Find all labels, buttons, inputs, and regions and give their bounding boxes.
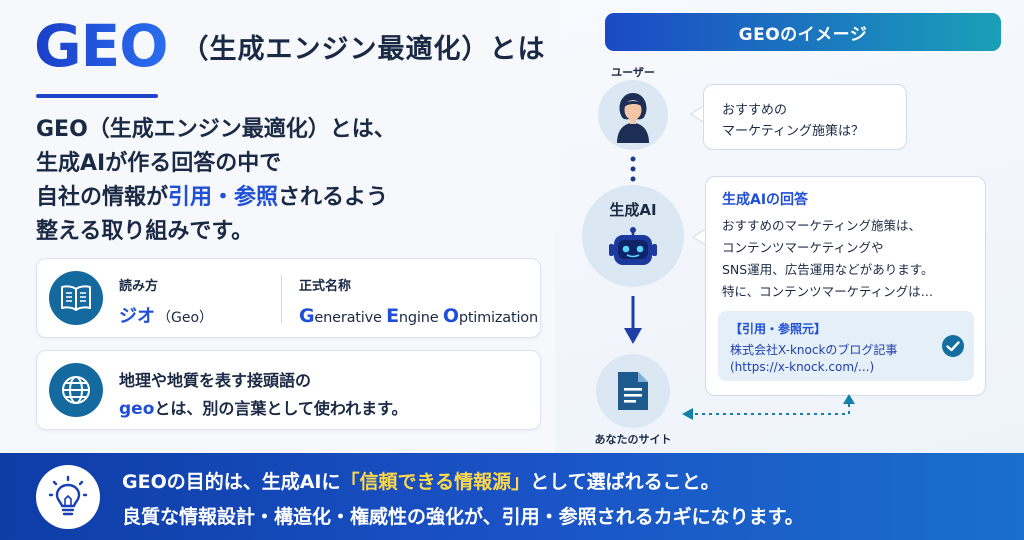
reading-card: 読み方 ジオ（Geo） 正式名称 Generative Engine Optim… [36, 258, 541, 338]
arrow-down-icon [624, 296, 642, 344]
lead-line-3: 自社の情報が引用・参照されるよう [36, 181, 516, 215]
meaning-line-2: geoとは、別の言葉として使われます。 [119, 395, 408, 419]
question-bubble: おすすめの マーケティング施策は？ [703, 84, 907, 150]
ai-robot-node: 生成AI [582, 185, 684, 287]
official-word-generative: enerative [314, 310, 387, 326]
lead-highlight: 引用・参照 [168, 185, 279, 210]
lead-line-3-pre: 自社の情報が [36, 185, 169, 210]
lead-line-1: GEO（生成エンジン最適化）とは、 [36, 117, 396, 142]
official-word-engine: ngine [398, 310, 443, 326]
diagram-header: GEOのイメージ [605, 13, 1001, 51]
card-divider [281, 275, 282, 323]
lightbulb-icon [36, 465, 100, 529]
reading-label: 読み方 [119, 279, 159, 294]
reading-kana: ジオ [119, 306, 155, 327]
answer-line-4: 特に、コンテンツマーケティングは… [722, 284, 934, 299]
page-title: GEO （生成エンジン最適化）とは [34, 14, 546, 78]
meaning-line-1: 地理や地質を表す接頭語の [119, 371, 312, 390]
reading-roman: （Geo） [157, 310, 214, 326]
meaning-geo-word: geo [119, 399, 155, 419]
connector-dots [630, 156, 636, 182]
official-initial-g: G [299, 305, 315, 327]
banner-line-1-post: として選ばれること。 [530, 471, 720, 493]
geo-logo-text: GEO [34, 12, 169, 80]
citation-box: 【引用・参照元】 株式会社X-knockのブログ記事 (https://x-kn… [718, 311, 974, 381]
official-word-optimization: ptimization [458, 310, 538, 326]
official-name-value: Generative Engine Optimization [299, 305, 538, 327]
page-title-text: （生成エンジン最適化）とは [181, 33, 546, 65]
citation-title: 【引用・参照元】 [730, 322, 827, 336]
ai-label: 生成AI [609, 201, 657, 219]
book-icon [49, 271, 103, 325]
meaning-card: 地理や地質を表す接頭語の geoとは、別の言葉として使われます。 [36, 350, 541, 430]
title-underline [36, 94, 158, 98]
official-name-label: 正式名称 [299, 279, 352, 294]
banner-highlight: 「信頼できる情報源」 [340, 471, 531, 493]
meaning-line-2-rest: とは、別の言葉として使われます。 [154, 399, 408, 418]
lead-paragraph: GEO（生成エンジン最適化）とは、 生成AIが作る回答の中で 自社の情報が引用・… [36, 113, 516, 249]
lead-line-2: 生成AIが作る回答の中で [36, 151, 282, 176]
user-label: ユーザー [611, 66, 655, 79]
banner-line-2: 良質な情報設計・構造化・権威性の強化が、引用・参照されるカギになります。 [122, 506, 804, 528]
official-initial-e: E [386, 305, 399, 327]
question-line-1: おすすめの [722, 103, 788, 118]
answer-line-3: SNS運用、広告運用などがあります。 [722, 262, 934, 277]
answer-bubble: 生成AIの回答 おすすめのマーケティング施策は、 コンテンツマーケティングや S… [705, 176, 986, 396]
site-label: あなたのサイト [594, 433, 672, 446]
reading-value: ジオ（Geo） [119, 302, 213, 328]
citation-source: 株式会社X-knockのブログ記事 [730, 343, 898, 357]
robot-icon [609, 227, 657, 265]
check-circle-icon [942, 335, 964, 357]
site-document-node [596, 354, 670, 428]
official-initial-o: O [442, 305, 459, 327]
user-avatar-icon [598, 80, 668, 150]
answer-title: 生成AIの回答 [722, 192, 809, 208]
bottom-banner: GEOの目的は、生成AIに「信頼できる情報源」として選ばれること。 良質な情報設… [0, 453, 1024, 540]
answer-line-2: コンテンツマーケティングや [722, 240, 884, 255]
lead-line-3-post: されるよう [278, 185, 389, 210]
document-icon [618, 372, 648, 410]
banner-line-1-pre: GEOの目的は、生成AIに [122, 471, 341, 493]
citation-link-arrow [682, 394, 855, 420]
citation-url: (https://x-knock.com/...) [730, 360, 875, 374]
globe-icon [49, 363, 103, 417]
lead-line-4: 整える取り組みです。 [36, 219, 254, 244]
banner-line-1: GEOの目的は、生成AIに「信頼できる情報源」として選ばれること。 [122, 467, 720, 494]
question-line-2: マーケティング施策は？ [722, 124, 864, 139]
answer-line-1: おすすめのマーケティング施策は、 [722, 218, 922, 233]
